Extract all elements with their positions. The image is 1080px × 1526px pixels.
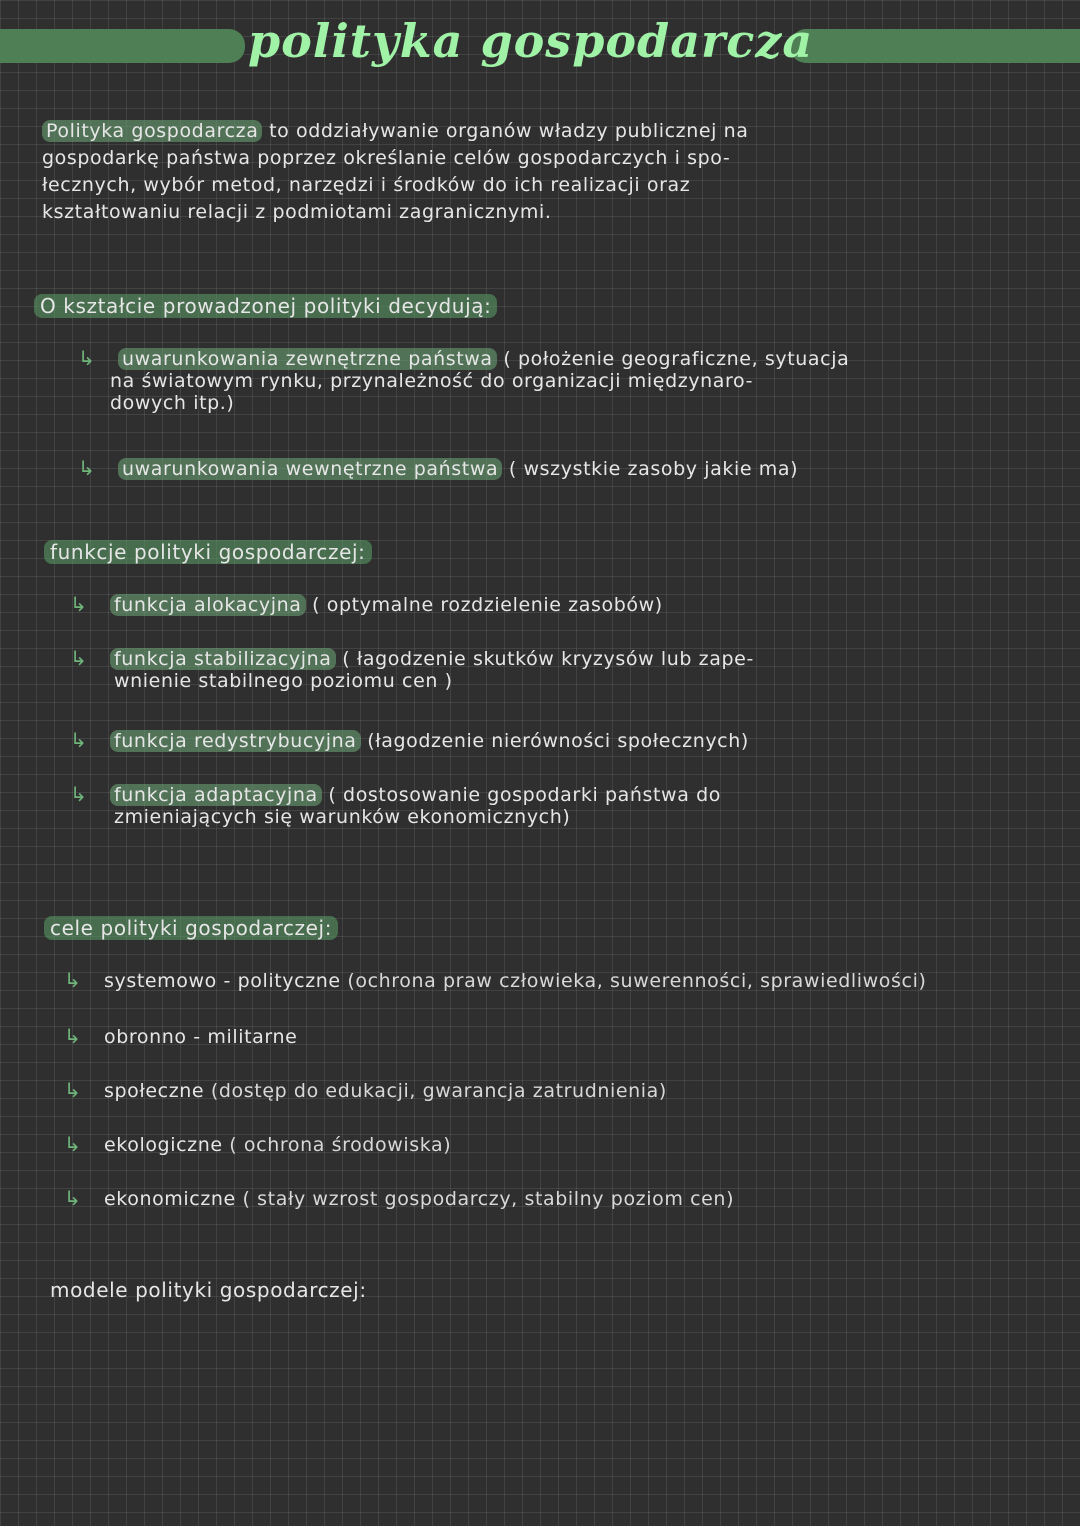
intro-paragraph: Polityka gospodarcza to oddziaływanie or…: [42, 118, 992, 226]
arrow-icon: ↳: [64, 1024, 82, 1048]
arrow-icon: ↳: [78, 346, 96, 370]
goal-item-detail: (ochrona praw człowieka, suwerenności, s…: [347, 970, 927, 992]
function-item-detail: (łagodzenie nierówności społecznych): [367, 730, 749, 752]
arrow-icon: ↳: [64, 968, 82, 992]
intro-line: gospodarkę państwa poprzez określanie ce…: [42, 147, 731, 169]
shape-item-detail: ( wszystkie zasoby jakie ma): [508, 458, 799, 480]
function-item: ↳ funkcja stabilizacyjna ( łagodzenie sku…: [70, 646, 1030, 692]
function-item-label: funkcja alokacyjna: [110, 594, 306, 616]
goal-item-label: społeczne: [104, 1080, 205, 1102]
arrow-icon: ↳: [64, 1186, 82, 1210]
function-item-label: funkcja redystrybucyjna: [110, 730, 361, 752]
goals-heading: cele polityki gospodarczej:: [44, 916, 339, 940]
title-band-right: [790, 29, 1080, 63]
function-item-label: funkcja stabilizacyjna: [110, 648, 336, 670]
goal-item-label: systemowo - polityczne: [104, 970, 341, 992]
models-heading: modele polityki gospodarczej:: [50, 1278, 367, 1302]
goal-item: ↳ społeczne (dostęp do edukacji, gwarancj…: [64, 1078, 1024, 1102]
arrow-icon: ↳: [70, 646, 88, 670]
functions-heading: funkcje polityki gospodarczej:: [44, 540, 372, 564]
title-band: [0, 29, 1080, 63]
title-band-left: [0, 29, 245, 63]
function-item-detail: ( dostosowanie gospodarki państwa do: [328, 784, 721, 806]
shape-item-label: uwarunkowania wewnętrzne państwa: [118, 458, 503, 480]
intro-line: łecznych, wybór metod, narzędzi i środkó…: [42, 174, 691, 196]
intro-term: Polityka gospodarcza: [42, 120, 263, 142]
arrow-icon: ↳: [70, 728, 88, 752]
goal-item: ↳ ekologiczne ( ochrona środowiska): [64, 1132, 1024, 1156]
goal-item-detail: ( stały wzrost gospodarczy, stabilny poz…: [242, 1188, 735, 1210]
arrow-icon: ↳: [64, 1078, 82, 1102]
function-item: ↳ funkcja alokacyjna ( optymalne rozdziel…: [70, 592, 1030, 616]
goal-item-label: obronno - militarne: [104, 1026, 298, 1048]
arrow-icon: ↳: [78, 456, 96, 480]
function-item: ↳ funkcja redystrybucyjna (łagodzenie nie…: [70, 728, 1030, 752]
arrow-icon: ↳: [70, 592, 88, 616]
intro-line: kształtowaniu relacji z podmiotami zagra…: [42, 201, 552, 223]
function-item-detail: ( łagodzenie skutków kryzysów lub zape-: [342, 648, 754, 670]
function-item-cont: wnienie stabilnego poziomu cen ): [114, 670, 453, 692]
shape-heading: O kształcie prowadzonej polityki decyduj…: [34, 294, 498, 318]
function-item-cont: zmieniających się warunków ekonomicznych…: [114, 806, 571, 828]
function-item-detail: ( optymalne rozdzielenie zasobów): [312, 594, 663, 616]
goal-item: ↳ ekonomiczne ( stały wzrost gospodarczy,…: [64, 1186, 1024, 1210]
goal-item-detail: (dostęp do edukacji, gwarancja zatrudnie…: [210, 1080, 667, 1102]
function-item-label: funkcja adaptacyjna: [110, 784, 322, 806]
shape-item-cont: na światowym rynku, przynależność do org…: [110, 370, 754, 392]
arrow-icon: ↳: [70, 782, 88, 806]
arrow-icon: ↳: [64, 1132, 82, 1156]
goal-item: ↳ systemowo - polityczne (ochrona praw cz…: [64, 968, 1054, 992]
page-title: polityka gospodarcza: [248, 14, 814, 68]
goal-item-label: ekonomiczne: [104, 1188, 236, 1210]
shape-item-label: uwarunkowania zewnętrzne państwa: [118, 348, 497, 370]
goal-item: ↳ obronno - militarne: [64, 1024, 1024, 1048]
function-item: ↳ funkcja adaptacyjna ( dostosowanie gosp…: [70, 782, 1030, 828]
shape-item-cont: dowych itp.): [110, 392, 235, 414]
intro-line: to oddziaływanie organów władzy publiczn…: [269, 120, 749, 142]
shape-item: ↳ uwarunkowania wewnętrzne państwa ( wszy…: [78, 456, 1038, 480]
shape-item: ↳ uwarunkowania zewnętrzne państwa ( poło…: [78, 346, 1038, 414]
goal-item-detail: ( ochrona środowiska): [229, 1134, 452, 1156]
goal-item-label: ekologiczne: [104, 1134, 223, 1156]
shape-item-detail: ( położenie geograficzne, sytuacja: [503, 348, 850, 370]
